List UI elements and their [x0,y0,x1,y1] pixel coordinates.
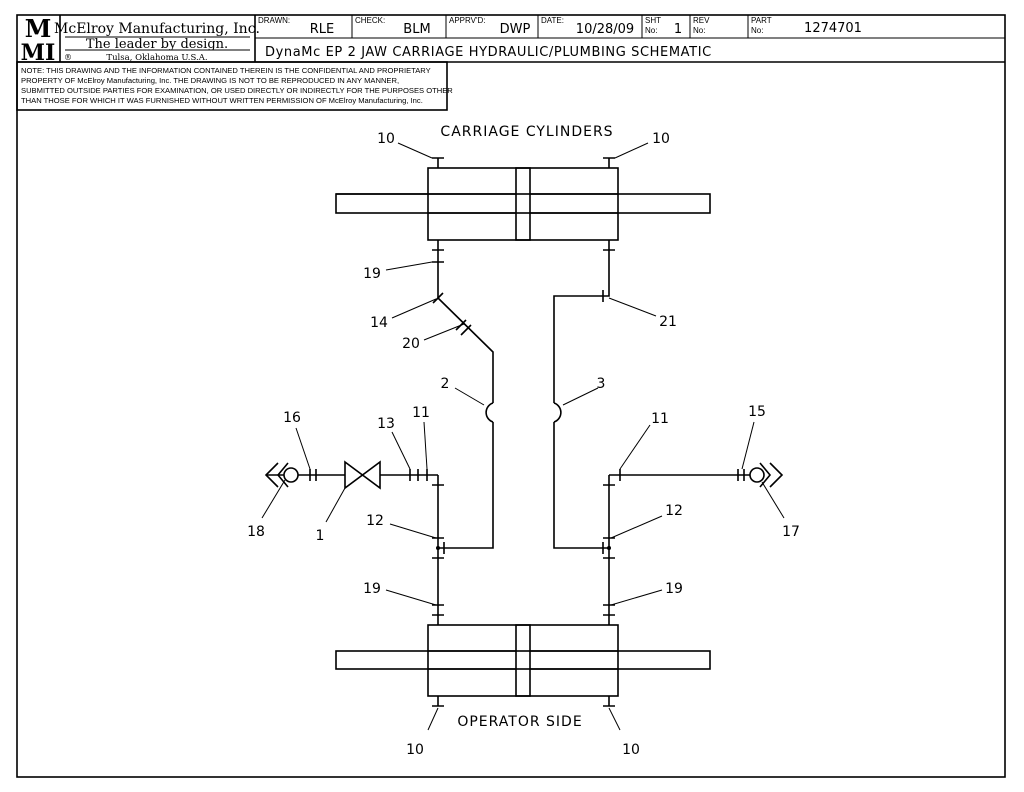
callout: 18 [247,524,265,540]
part-no-label: No: [751,26,763,35]
callout: 10 [652,131,670,147]
callout: 19 [665,581,683,597]
svg-text:M: M [25,14,52,43]
check-value: BLM [403,22,430,37]
callout-labels: 10 10 10 10 19 14 20 21 2 3 16 13 11 11 … [247,131,800,758]
callout: 10 [406,742,424,758]
note-line: SUBMITTED OUTSIDE PARTIES FOR EXAMINATIO… [21,86,453,95]
cylinder-rod [335,193,711,214]
callout-leaders [261,142,785,731]
sht-value: 1 [674,22,682,37]
hydraulic-lines [298,157,750,707]
callout: 15 [748,404,766,420]
callout: 21 [659,314,677,330]
callout: 11 [651,411,669,427]
registered-mark: ® [64,53,72,62]
top-title: CARRIAGE CYLINDERS [440,124,613,140]
cylinder-piston [515,167,531,241]
sht-label: SHT [645,16,661,25]
drawing-title: DynaMc EP 2 JAW CARRIAGE HYDRAULIC/PLUMB… [265,45,712,60]
cylinder-body [427,624,619,697]
drawn-label: DRAWN: [258,16,290,25]
quick-coupler-17 [749,462,784,488]
mmi-logo: M MI [19,14,58,66]
part-label: PART [751,16,772,25]
callout: 12 [665,503,683,519]
tagline: The leader by design. [86,37,228,52]
callout: 17 [782,524,800,540]
callout: 3 [597,376,606,392]
callout: 14 [370,315,388,331]
callout: 10 [377,131,395,147]
quick-coupler-2 [485,402,494,423]
note-line: NOTE: THIS DRAWING AND THE INFORMATION C… [21,66,431,75]
callout: 13 [377,416,395,432]
part-value: 1274701 [804,21,862,36]
cylinder-rod [335,650,711,670]
note-line: THAN THOSE FOR WHICH IT WAS FURNISHED WI… [21,96,423,105]
date-label: DATE: [541,16,564,25]
callout: 11 [412,405,430,421]
drawing-border [16,14,1006,778]
rev-label: REV [693,16,710,25]
title-block: M MI McElroy Manufacturing, Inc. The lea… [16,14,1005,111]
apprvd-label: APPRV'D: [449,16,486,25]
callout: 19 [363,581,381,597]
top-carriage-cylinder [335,167,711,241]
callout: 20 [402,336,420,352]
svg-text:MI: MI [21,40,56,66]
callout: 10 [622,742,640,758]
check-label: CHECK: [355,16,385,25]
apprvd-value: DWP [500,22,531,37]
callout: 19 [363,266,381,282]
company-name: McElroy Manufacturing, Inc. [54,21,260,37]
note-line: PROPERTY OF McElroy Manufacturing, Inc. … [21,76,399,85]
callout: 16 [283,410,301,426]
callout: 12 [366,513,384,529]
location: Tulsa, Oklahoma U.S.A. [106,53,207,63]
rev-no-label: No: [693,26,705,35]
callout: 1 [316,528,325,544]
bottom-title: OPERATOR SIDE [457,714,582,730]
sht-no-label: No: [645,26,657,35]
cylinder-body [427,167,619,241]
ball-valve-1 [344,460,381,490]
cylinder-piston [515,624,531,697]
quick-coupler-18 [264,462,299,488]
bottom-operator-cylinder [335,624,711,697]
date-value: 10/28/09 [576,22,634,37]
callout: 2 [441,376,450,392]
drawn-value: RLE [310,22,335,37]
quick-coupler-3 [553,402,562,423]
